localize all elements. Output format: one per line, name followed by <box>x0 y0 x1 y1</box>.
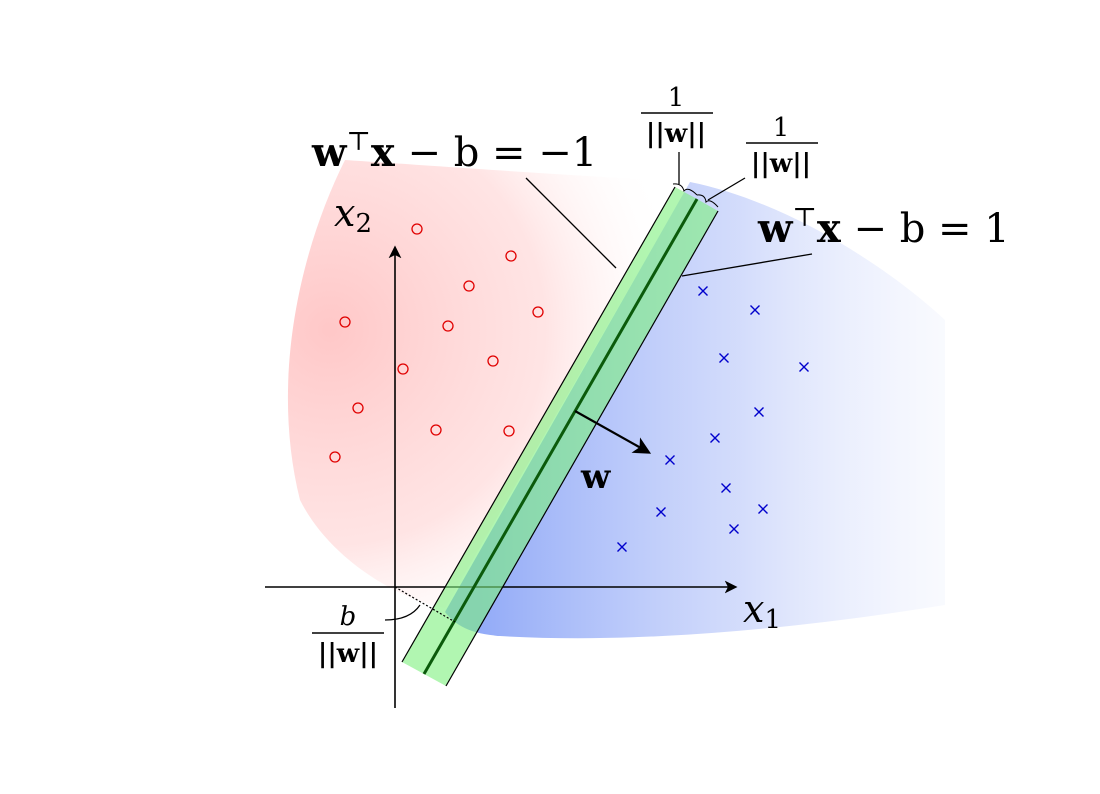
normal-vector-arrow <box>574 410 652 454</box>
circle-class-point <box>505 250 517 262</box>
circle-class-points <box>329 223 544 463</box>
lower-margin-equation: w⊤x − b = −1 <box>311 127 597 176</box>
fraction-numerator: b <box>340 602 357 632</box>
circle-class-point <box>397 363 409 375</box>
fraction-denominator: ||w|| <box>646 119 706 149</box>
circle-class-point <box>352 402 364 414</box>
margin-band <box>401 186 719 687</box>
offset-dotted-line <box>394 586 456 623</box>
lower-margin-line <box>401 186 676 663</box>
cross-class-point <box>665 455 675 465</box>
margin-width-fraction-left: 1 ||w|| <box>641 83 713 149</box>
margin-band-left <box>402 187 697 674</box>
upper-margin-equation: w⊤x − b = 1 <box>757 203 1010 252</box>
cross-class-point <box>656 507 666 517</box>
cross-class-point <box>617 542 627 552</box>
fraction-numerator: 1 <box>773 113 790 143</box>
circle-class-point <box>411 223 423 235</box>
circle-class-point <box>487 355 499 367</box>
cross-class-point <box>758 504 768 514</box>
cross-class-point <box>754 407 764 417</box>
lower-margin-leader <box>525 177 617 269</box>
upper-margin-line <box>445 210 719 687</box>
margin-width-fraction-right: 1 ||w|| <box>746 113 818 179</box>
fraction-denominator: ||w|| <box>751 149 811 179</box>
circle-class-point <box>339 316 351 328</box>
circle-class-point <box>442 320 454 332</box>
offset-fraction: b ||w|| <box>312 602 384 669</box>
circle-class-point <box>503 425 515 437</box>
y-axis-label: x2 <box>334 191 372 239</box>
red-class-region <box>287 160 690 608</box>
blue-class-region <box>445 182 945 639</box>
cross-class-point <box>710 433 720 443</box>
cross-class-point <box>799 362 809 372</box>
fraction-denominator: ||w|| <box>318 639 378 669</box>
fraction-numerator: 1 <box>668 83 685 113</box>
upper-margin-leader <box>681 253 813 277</box>
cross-class-point <box>721 483 731 493</box>
margin-width-right-leader <box>707 177 746 201</box>
normal-vector-label: w <box>580 457 611 497</box>
x-axis-label: x1 <box>743 587 781 635</box>
circle-class-point <box>463 280 475 292</box>
cross-class-point <box>729 524 739 534</box>
circle-class-point <box>532 306 544 318</box>
cross-class-point <box>750 305 760 315</box>
margin-brace-left <box>672 183 698 196</box>
circle-class-point <box>430 424 442 436</box>
cross-class-points <box>617 286 809 552</box>
offset-leader <box>384 604 421 621</box>
decision-boundary <box>422 198 699 675</box>
cross-class-point <box>698 286 708 296</box>
circle-class-point <box>329 451 341 463</box>
cross-class-point <box>719 353 729 363</box>
margin-band-right <box>424 199 718 686</box>
margin-brace-right <box>696 194 719 208</box>
